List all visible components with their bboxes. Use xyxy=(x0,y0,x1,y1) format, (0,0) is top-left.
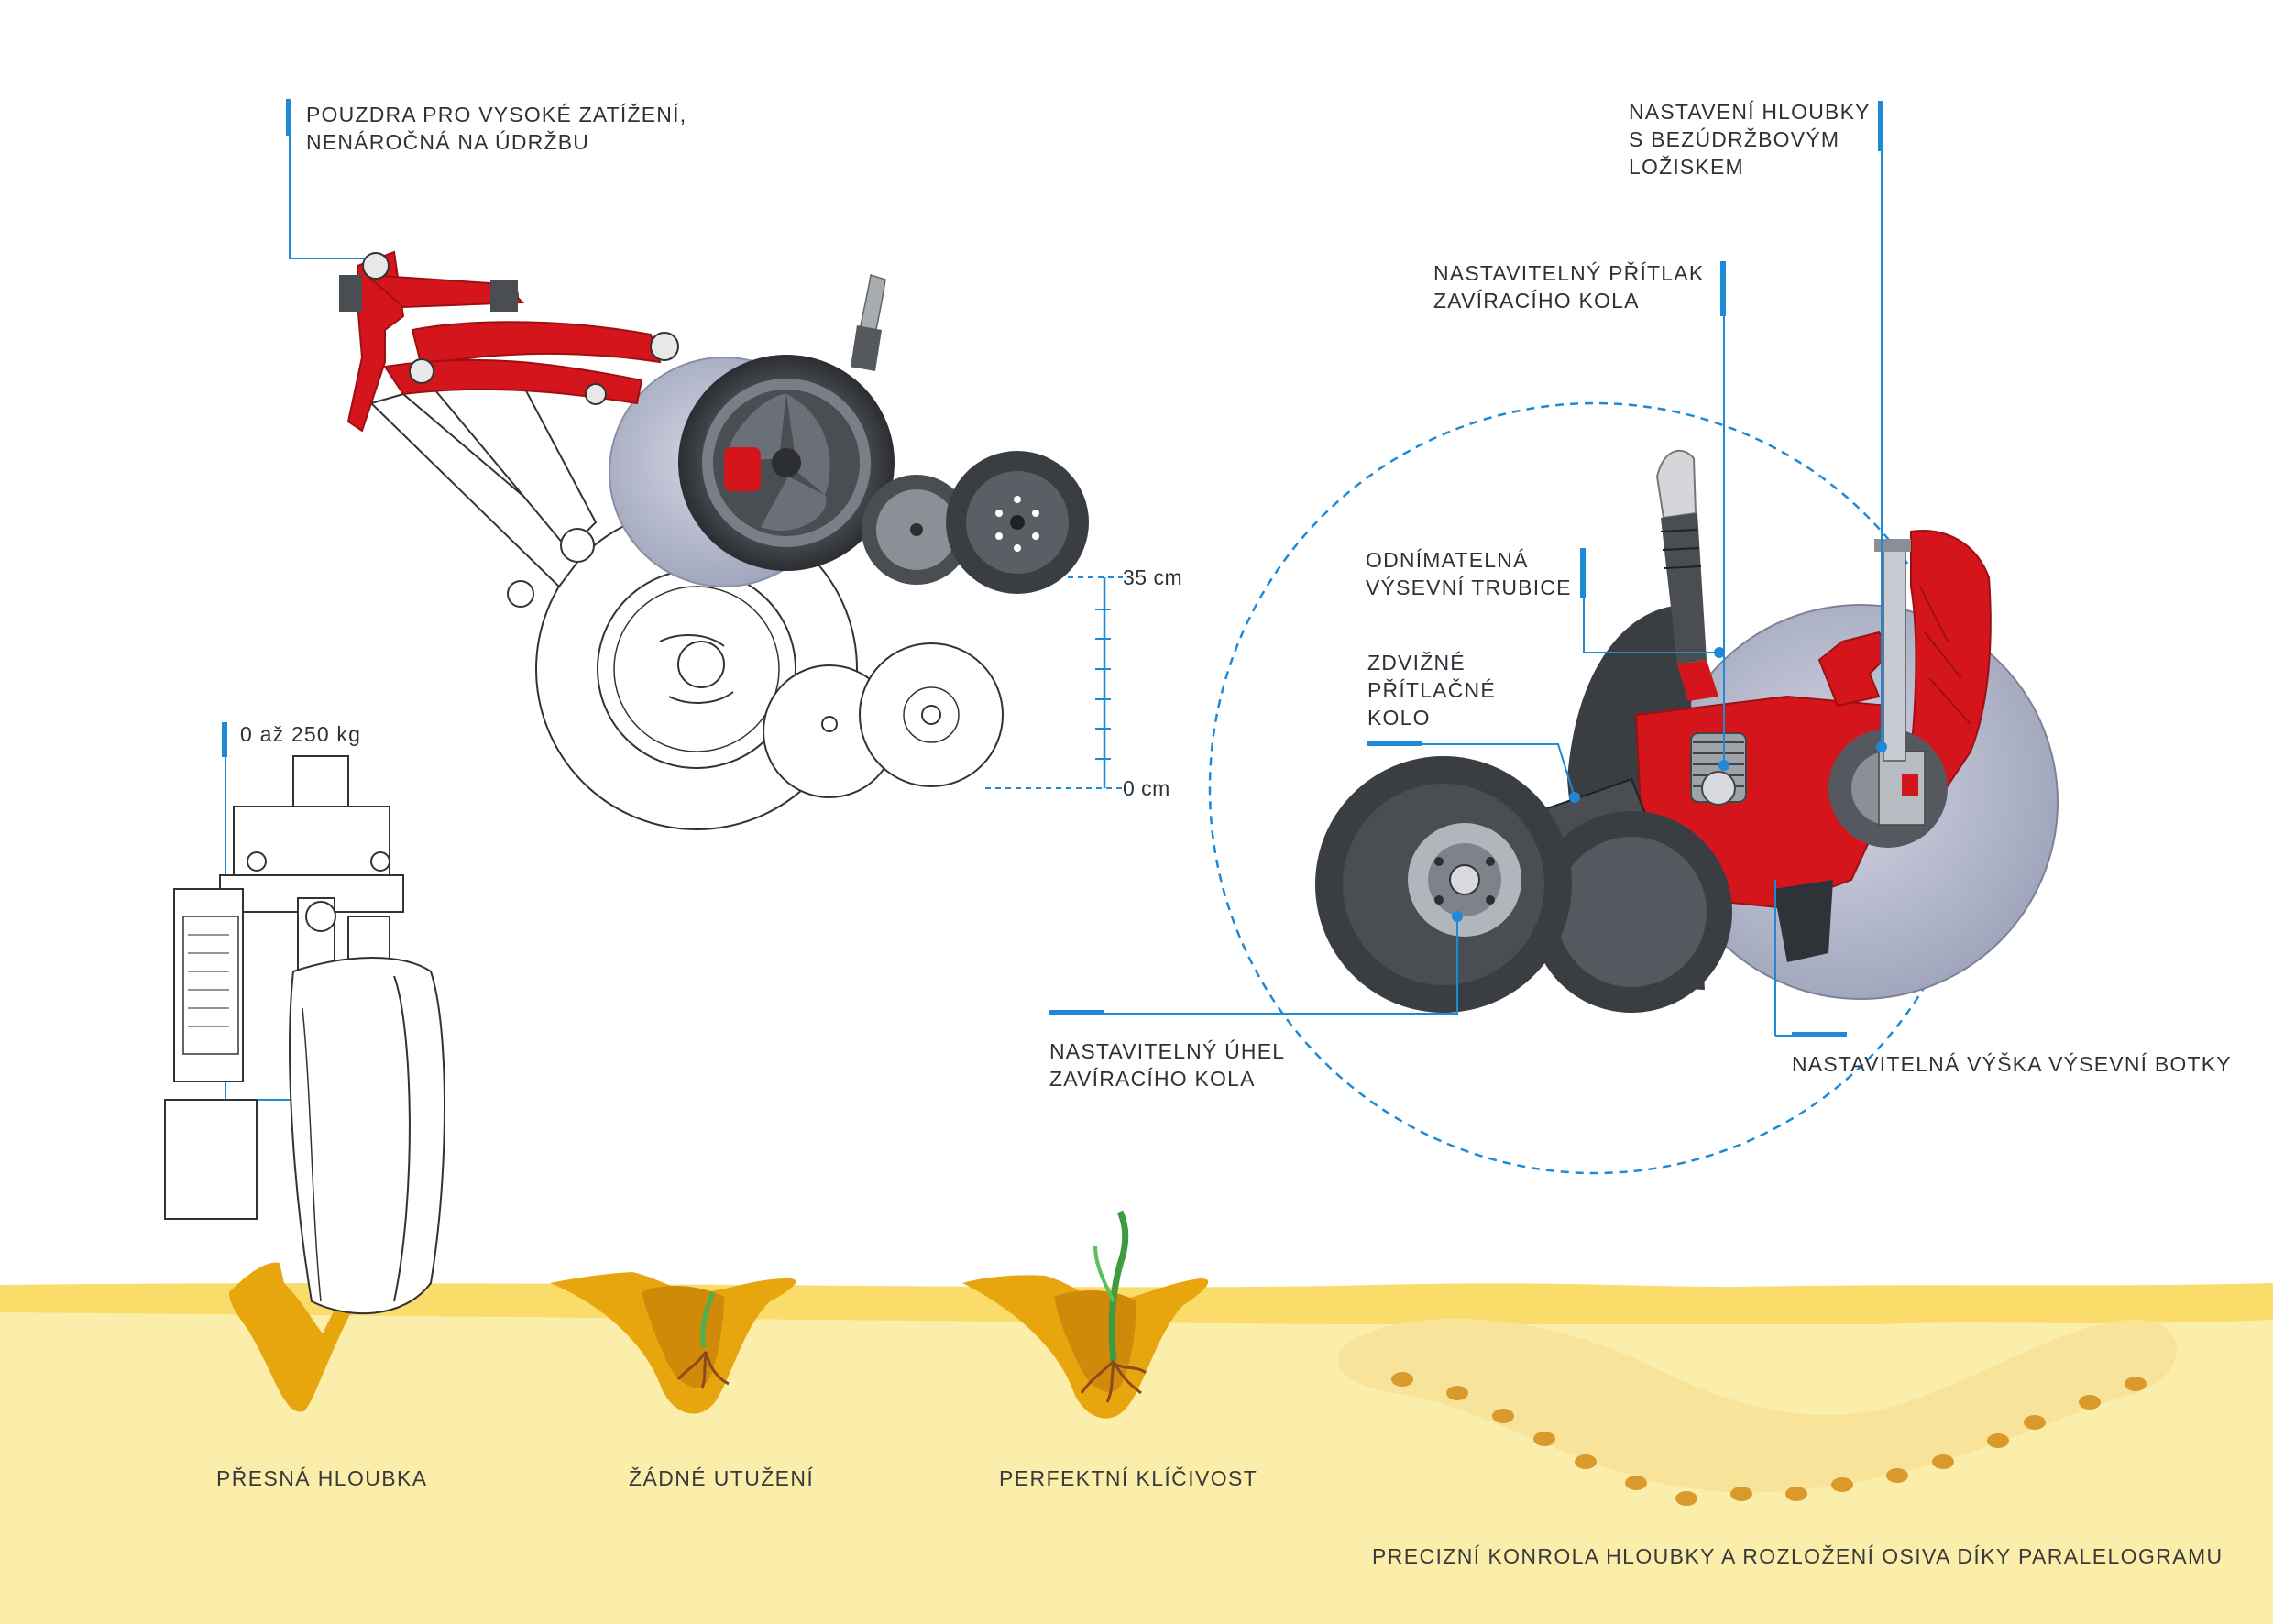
seed-icon xyxy=(1575,1454,1597,1469)
depth-adjust-red xyxy=(724,447,761,491)
seed-row xyxy=(1391,1372,2147,1506)
soil-label-germination: PERFEKTNÍ KLÍČIVOST xyxy=(999,1466,1258,1490)
seed-icon xyxy=(1987,1433,2009,1448)
label-closing-pressure: NASTAVITELNÝ PŘÍTLAK ZAVÍRACÍHO KOLA xyxy=(1433,261,1705,313)
seed-icon xyxy=(1446,1386,1468,1400)
root-icon xyxy=(1080,1359,1147,1403)
furrow-no-compaction xyxy=(550,1272,796,1414)
seed-icon xyxy=(2024,1415,2046,1430)
soil-body xyxy=(0,1288,2273,1624)
seed-icon xyxy=(1492,1409,1514,1423)
seed-icon xyxy=(1730,1487,1752,1501)
root-icon xyxy=(676,1351,730,1389)
seed-icon xyxy=(1886,1468,1908,1483)
row-unit-detail xyxy=(1049,101,2059,1175)
seed-icon xyxy=(2079,1395,2101,1410)
soil-label-parallelogram: PRECIZNÍ KONROLA HLOUBKY A ROZLOŽENÍ OSI… xyxy=(1372,1544,2224,1568)
seed-icon xyxy=(1932,1454,1954,1469)
label-closing-angle: NASTAVITELNÝ ÚHEL ZAVÍRACÍHO KOLA xyxy=(1049,1039,1286,1091)
soil-label-no-compaction: ŽÁDNÉ UTUŽENÍ xyxy=(629,1466,815,1490)
row-unit-side-view xyxy=(286,99,1123,830)
seed-icon xyxy=(2125,1377,2147,1391)
scale-top-label: 35 cm xyxy=(1123,565,1183,589)
label-depth-setting: NASTAVENÍ HLOUBKY S BEZÚDRŽBOVÝM LOŽISKE… xyxy=(1629,100,1871,179)
seed-icon xyxy=(1785,1487,1807,1501)
label-seed-tube: ODNÍMATELNÁ VÝSEVNÍ TRUBICE xyxy=(1366,548,1572,599)
seed-icon xyxy=(1675,1491,1697,1506)
seed-icon xyxy=(1625,1476,1647,1490)
scale-bottom-label: 0 cm xyxy=(1123,776,1170,800)
height-scale xyxy=(985,576,1123,789)
parallelogram-band xyxy=(1337,1318,2177,1493)
label-load: 0 až 250 kg xyxy=(240,722,362,746)
soil-label-depth: PŘESNÁ HLOUBKA xyxy=(216,1466,428,1490)
label-bushings: POUZDRA PRO VYSOKÉ ZATÍŽENÍ, NENÁROČNÁ N… xyxy=(306,103,687,154)
leader-mark xyxy=(286,99,291,136)
seed-icon xyxy=(1391,1372,1413,1387)
furrow-precise-depth xyxy=(229,1262,362,1412)
label-press-wheel: ZDVIŽNÉ PŘÍTLAČNÉ KOLO xyxy=(1367,651,1496,730)
furrow-germination xyxy=(962,1210,1209,1419)
sprout-icon xyxy=(700,1291,716,1348)
soil-band xyxy=(0,1210,2273,1624)
leader-bushings xyxy=(289,99,371,259)
label-boot-height: NASTAVITELNÁ VÝŠKA VÝSEVNÍ BOTKY xyxy=(1792,1052,2232,1076)
sprout-icon xyxy=(1108,1210,1129,1362)
row-unit-front-view xyxy=(164,722,445,1315)
leader-press-wheel xyxy=(1367,743,1576,798)
seed-icon xyxy=(1533,1432,1555,1446)
seed-icon xyxy=(1831,1477,1853,1492)
leader-closing-angle xyxy=(1049,916,1458,1015)
